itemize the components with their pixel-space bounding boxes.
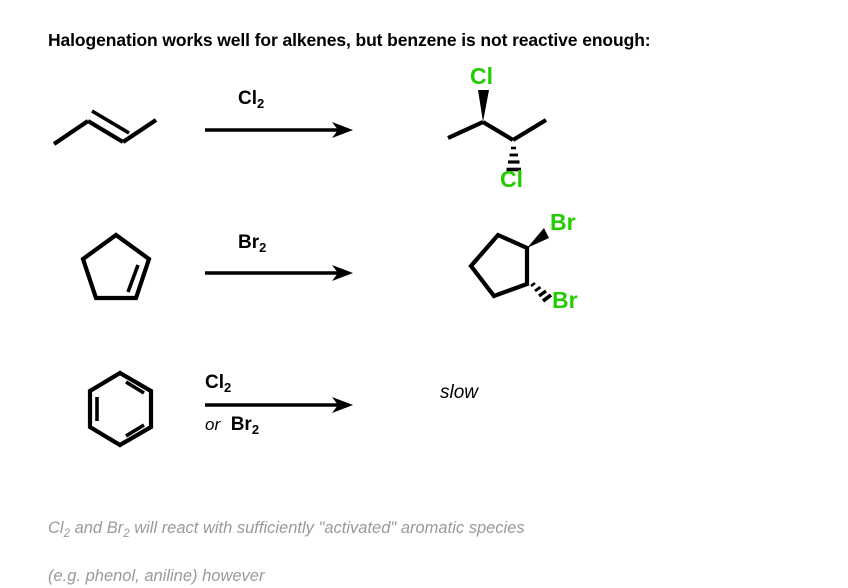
- reagent-2-formula: Br: [238, 232, 260, 253]
- reagent-label-3: Cl2: [205, 372, 232, 395]
- result-note-slow: slow: [440, 382, 479, 403]
- product-2-label-top: Br: [550, 209, 576, 235]
- footnote-line-1: Cl2 and Br2 will react with sufficiently…: [48, 519, 525, 540]
- reagent-label-2: Br2: [238, 232, 267, 255]
- substrate-cyclopentene: [78, 232, 158, 307]
- reagent-3-subscript: 2: [224, 380, 232, 395]
- hashed-bond-icon: [506, 146, 521, 172]
- benzene-svg: [87, 370, 154, 448]
- reagent-3-formula: Cl: [205, 372, 224, 393]
- dibromocyclopentane-svg: Br Br: [468, 209, 578, 313]
- product-2-label-bottom: Br: [552, 287, 578, 313]
- reagent-1-formula: Cl: [238, 88, 257, 109]
- arrow-3-svg: [205, 397, 353, 413]
- reaction-arrow-2: [205, 263, 355, 283]
- reagent-label-3-alt: or Br2: [205, 414, 260, 437]
- reagent-3-alt-formula: Br: [230, 414, 252, 435]
- substrate-trans-2-butene: [48, 95, 163, 150]
- page-title: Halogenation works well for alkenes, but…: [48, 30, 651, 50]
- substrate-benzene: [84, 370, 162, 450]
- arrow-1-svg: [205, 122, 353, 138]
- footnote-line-2: (e.g. phenol, aniline) however: [48, 567, 265, 585]
- reagent-1-subscript: 2: [257, 96, 265, 111]
- arrow-2-svg: [205, 265, 353, 281]
- cyclopentene-svg: [80, 232, 152, 301]
- product-1-label-bottom: Cl: [500, 166, 523, 192]
- reaction-arrow-3: [205, 395, 355, 415]
- product-2-3-dichlorobutane: Cl Cl: [440, 63, 570, 192]
- product-1-label-top: Cl: [470, 63, 493, 89]
- footnote: Cl2 and Br2 will react with sufficiently…: [48, 494, 525, 588]
- hashed-bond-icon-2: [530, 281, 553, 303]
- reagent-3-alt-subscript: 2: [251, 422, 260, 437]
- reagent-3-connector: or: [205, 415, 221, 434]
- reagent-2-subscript: 2: [259, 240, 267, 255]
- dichlorobutane-svg: Cl Cl: [447, 63, 548, 192]
- reagent-label-1: Cl2: [238, 88, 265, 111]
- trans-2-butene-svg: [52, 109, 158, 146]
- reaction-arrow-1: [205, 120, 355, 140]
- product-trans-1-2-dibromocyclopentane: Br Br: [460, 209, 595, 327]
